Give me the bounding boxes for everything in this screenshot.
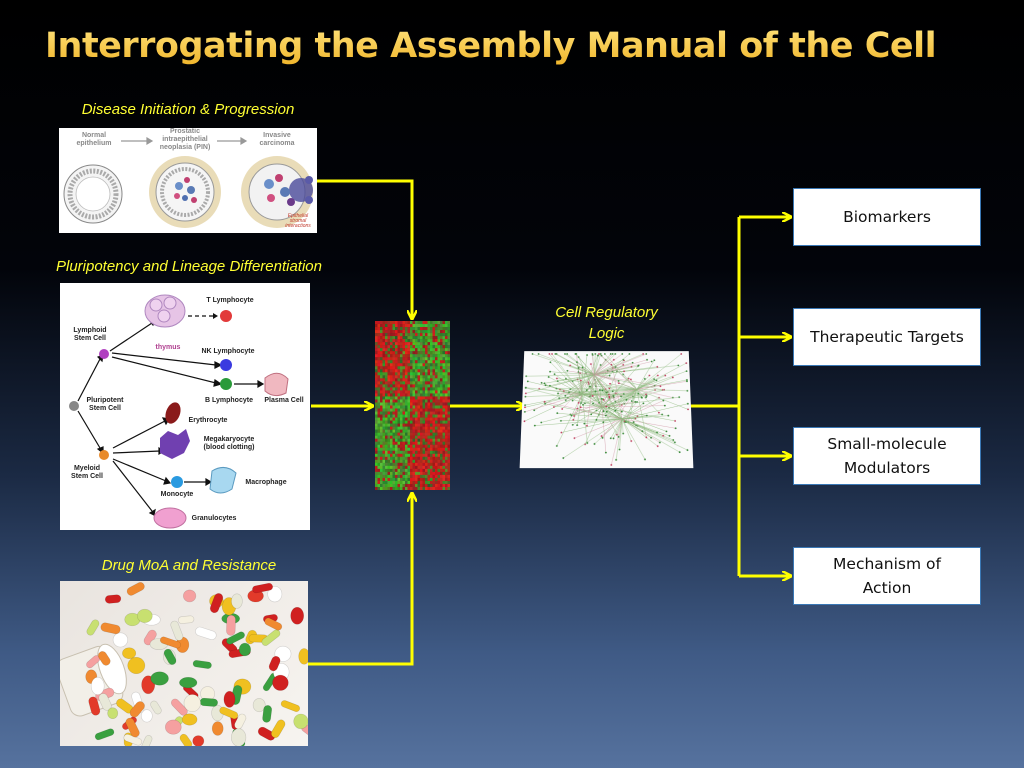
- normal-gland-icon: [63, 164, 123, 224]
- stage-carcinoma-label: Invasive carcinoma: [259, 132, 295, 147]
- pluripotent-stem-cell-icon: [69, 401, 79, 411]
- plasma-cell-label: Plasma Cell: [264, 397, 304, 404]
- thymus-icon: [144, 294, 186, 328]
- output-biomarkers: Biomarkers: [793, 188, 981, 246]
- lineage-tree-diagram: [69, 294, 289, 529]
- megakaryocyte-label: Megakaryocyte (blood clotting): [203, 436, 255, 451]
- myeloid-stem-cell-icon: [99, 450, 109, 460]
- erythrocyte-label: Erythrocyte: [188, 417, 228, 424]
- drug-caption: Drug MoA and Resistance: [101, 557, 277, 574]
- disease-progression-figure: Normal epithelium Prostatic intraepithel…: [59, 128, 317, 233]
- output-moa-label: Mechanism of Action: [833, 555, 941, 597]
- stage-pin-label: Prostatic intraepithelial neoplasia (PIN…: [159, 128, 211, 151]
- lineage-differentiation-figure: Lymphoid Stem Cell Pluripotent Stem Cell…: [60, 283, 310, 530]
- pills-illustration: [60, 582, 308, 746]
- myeloid-label: Myeloid Stem Cell: [71, 465, 103, 480]
- carcinoma-gland-icon: [241, 156, 313, 228]
- output-therapeutic-targets: Therapeutic Targets: [793, 308, 981, 366]
- network-graph: [523, 353, 694, 466]
- macrophage-label: Macrophage: [245, 479, 287, 486]
- granulocyte-icon: [153, 507, 187, 529]
- output-modulators-label: Small-molecule Modulators: [827, 435, 947, 477]
- regulatory-network-figure: [519, 351, 694, 469]
- output-therapeutic-targets-label: Therapeutic Targets: [810, 328, 964, 346]
- nk-lymphocyte-label: NK Lymphocyte: [201, 348, 255, 355]
- output-small-molecule-modulators: Small-molecule Modulators: [793, 427, 981, 485]
- lymphoid-stem-cell-icon: [99, 349, 109, 359]
- drug-to-heatmap-connector: [308, 494, 412, 666]
- pluripotency-caption: Pluripotency and Lineage Differentiation: [55, 258, 322, 275]
- nk-lymphocyte-icon: [220, 359, 232, 371]
- plasma-cell-icon: [264, 372, 289, 397]
- stage-normal-label: Normal epithelium: [76, 132, 112, 147]
- erythrocyte-icon: [165, 402, 181, 424]
- macrophage-icon: [209, 467, 237, 494]
- network-caption: Cell Regulatory Logic: [555, 304, 658, 342]
- granulocytes-label: Granulocytes: [191, 515, 237, 522]
- disease-caption: Disease Initiation & Progression: [81, 101, 295, 118]
- progression-diagram: [63, 136, 313, 228]
- disease-to-heatmap-connector: [317, 179, 412, 318]
- expression-heatmap: [375, 321, 450, 490]
- megakaryocyte-icon: [160, 429, 190, 459]
- t-lymphocyte-icon: [220, 310, 232, 322]
- pin-gland-icon: [149, 156, 221, 228]
- monocyte-label: Monocyte: [160, 491, 194, 498]
- b-lymphocyte-icon: [220, 378, 232, 390]
- heatmap-grid: [375, 321, 450, 490]
- lymphoid-label: Lymphoid Stem Cell: [73, 327, 107, 342]
- slide-title: Interrogating the Assembly Manual of the…: [45, 26, 985, 66]
- output-biomarkers-label: Biomarkers: [843, 208, 931, 226]
- t-lymphocyte-label: T Lymphocyte: [206, 297, 254, 304]
- stromal-note: Epithelial stromal interactions: [285, 213, 311, 229]
- b-lymphocyte-label: B Lymphocyte: [205, 397, 253, 404]
- output-mechanism-of-action: Mechanism of Action: [793, 547, 981, 605]
- thymus-label: thymus: [155, 344, 181, 351]
- pills-photo: [60, 581, 308, 746]
- monocyte-icon: [171, 476, 183, 488]
- pluripotent-label: Pluripotent Stem Cell: [86, 397, 124, 412]
